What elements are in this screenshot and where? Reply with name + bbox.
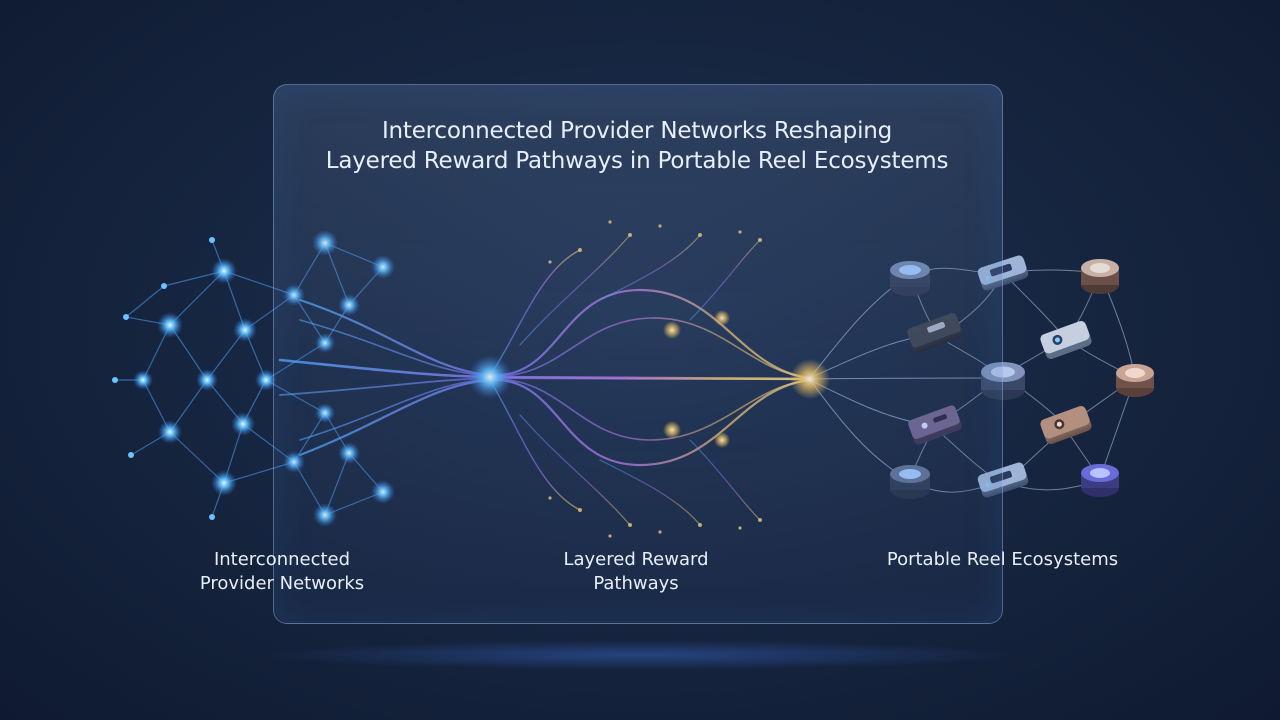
network-nodes — [112, 230, 395, 527]
center-speaker-device — [981, 362, 1025, 400]
convergence-point-left — [468, 355, 512, 399]
label-line: Portable Reel Ecosystems — [886, 549, 1119, 570]
label-line: Layered Reward — [563, 549, 709, 570]
silver-handheld-device — [1040, 320, 1092, 360]
gold-node — [714, 310, 730, 326]
bronze-disc-device — [1116, 364, 1154, 397]
bottom-speaker-device — [890, 465, 930, 499]
gold-node — [714, 432, 730, 448]
pathway-tips — [548, 220, 762, 538]
label-line: Provider Networks — [199, 573, 365, 594]
reel-device-icons — [890, 255, 1154, 499]
title-line-1: Interconnected Provider Networks Reshapi… — [381, 118, 893, 144]
diagram-title: Interconnected Provider Networks Reshapi… — [273, 116, 1001, 176]
title-line-2: Layered Reward Pathways in Portable Reel… — [325, 148, 949, 174]
card-reader-device — [977, 255, 1029, 291]
convergence-point-right — [790, 359, 830, 399]
label-reward-pathways: Layered Reward Pathways — [536, 548, 736, 596]
label-reel-ecosystems: Portable Reel Ecosystems — [870, 548, 1135, 572]
bottom-violet-speaker-device — [1081, 464, 1119, 497]
floor-glow — [260, 640, 1020, 670]
label-line: Interconnected — [213, 549, 351, 570]
bottom-card-device — [977, 462, 1029, 498]
violet-handheld-device — [908, 405, 962, 445]
bronze-speaker-device — [1081, 259, 1119, 294]
round-speaker-device — [890, 261, 930, 296]
reward-pathway-streams — [278, 234, 1001, 526]
bronze-handheld-device — [1040, 405, 1092, 445]
label-line: Pathways — [593, 573, 679, 594]
dark-handheld-device — [907, 313, 963, 353]
gold-node — [663, 321, 681, 339]
glass-panel — [273, 84, 1003, 624]
gold-node — [663, 421, 681, 439]
label-provider-networks: Interconnected Provider Networks — [182, 548, 382, 596]
